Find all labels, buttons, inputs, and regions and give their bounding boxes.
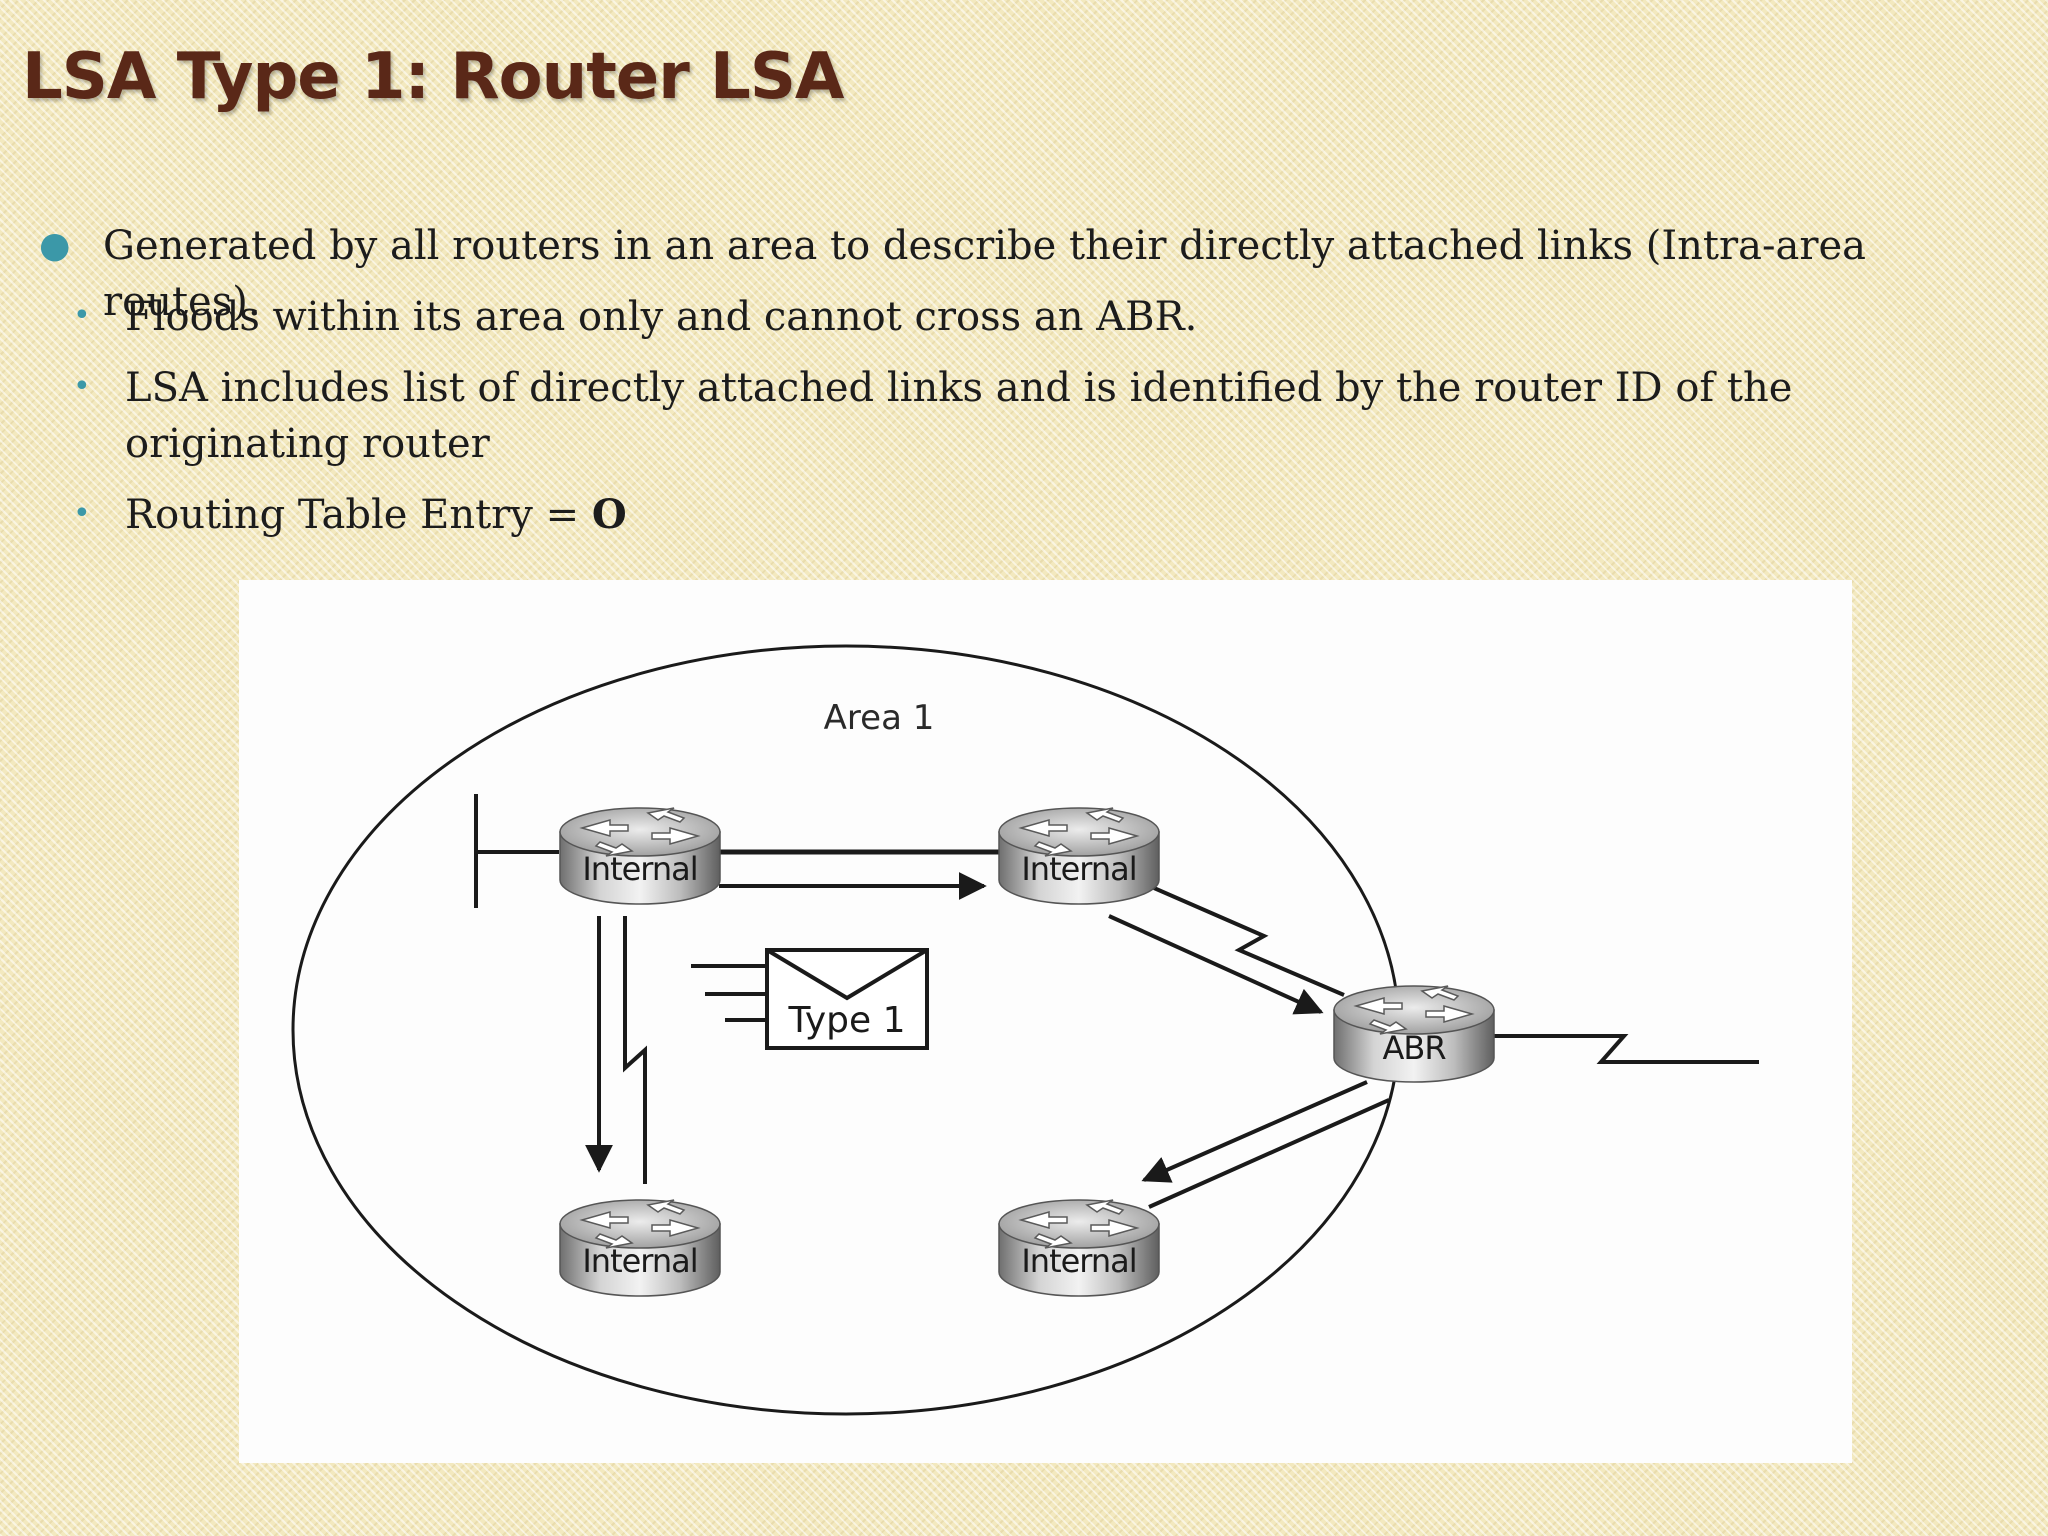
bullet-item: ● Generated by all routers in an area to… xyxy=(39,218,2003,330)
router-internal-top-right: Internal xyxy=(998,807,1160,905)
flood-arrow-to-abr xyxy=(1108,914,1324,1015)
serial-link-diagonal xyxy=(1153,886,1345,997)
bullet-dot-icon: • xyxy=(73,496,91,531)
bullet-text: LSA includes list of directly attached l… xyxy=(125,365,1793,467)
bullet-dot-icon: • xyxy=(73,369,91,404)
sub-bullet-item: • Routing Table Entry = O xyxy=(73,487,1925,543)
bullet-text: Routing Table Entry = xyxy=(125,492,592,538)
router-label: Internal xyxy=(582,1242,697,1280)
router-label: Internal xyxy=(1021,850,1136,888)
ospf-area-diagram: Area 1 Type 1 Internal xyxy=(239,580,1852,1463)
bullet-dot-icon: ● xyxy=(39,225,71,266)
router-label: Internal xyxy=(582,850,697,888)
serial-link-vertical xyxy=(623,916,647,1184)
router-internal-top-left: Internal xyxy=(559,807,721,905)
abr-external-serial-link xyxy=(1492,1034,1759,1064)
area-label: Area 1 xyxy=(824,698,935,738)
flood-arrow-from-abr xyxy=(1141,1080,1368,1183)
routing-entry-code: O xyxy=(591,491,627,538)
bullet-text: Floods within its area only and cannot c… xyxy=(125,294,1198,340)
sub-bullet-item: • Floods within its area only and cannot… xyxy=(73,289,1925,345)
router-abr: ABR xyxy=(1333,985,1495,1083)
bullet-dot-icon: • xyxy=(73,298,91,333)
router-label: ABR xyxy=(1382,1029,1446,1067)
diagram-canvas: Area 1 Type 1 Internal xyxy=(291,644,1759,1416)
link-abr-to-internal xyxy=(1148,1098,1390,1209)
router-internal-bottom-right: Internal xyxy=(998,1199,1160,1297)
type1-lsa-envelope: Type 1 xyxy=(691,948,929,1050)
bullet-text: Generated by all routers in an area to d… xyxy=(103,223,1866,325)
router-internal-bottom-left: Internal xyxy=(559,1199,721,1297)
router-label: Internal xyxy=(1021,1242,1136,1280)
slide-title: LSA Type 1: Router LSA xyxy=(22,40,844,114)
lsa-type-label: Type 1 xyxy=(787,1000,905,1041)
sub-bullet-item: • LSA includes list of directly attached… xyxy=(73,360,1925,472)
